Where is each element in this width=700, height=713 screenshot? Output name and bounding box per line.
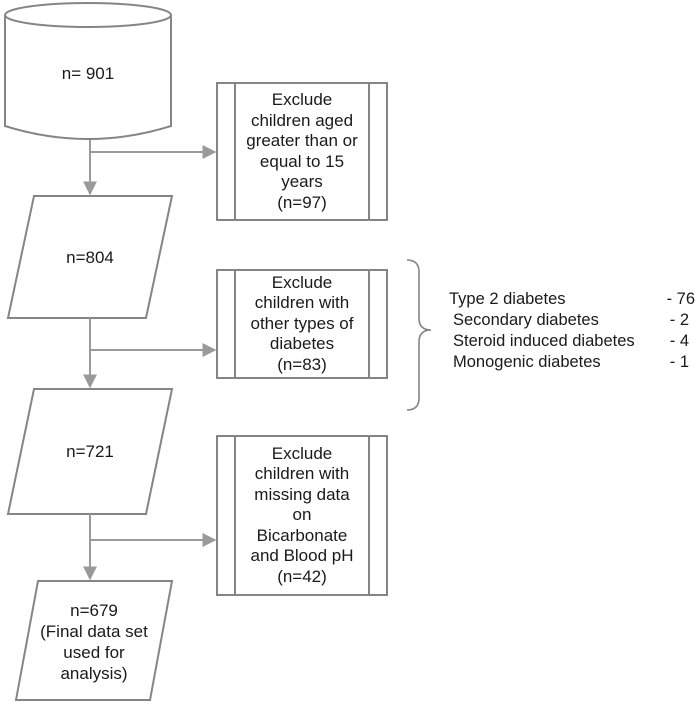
node-final-line-1: n=679 bbox=[70, 601, 118, 620]
exclusion-missing-label: Exclude children with missing data on Bi… bbox=[235, 438, 369, 593]
exclusion-age-line-2: children aged bbox=[250, 110, 354, 130]
exclusion-age-label: Exclude children aged greater than or eq… bbox=[235, 85, 369, 218]
breakdown-value: - 1 bbox=[669, 353, 689, 371]
exclusion-age-line-6: (n=97) bbox=[277, 192, 327, 212]
diabetes-type-breakdown: Type 2 diabetes - 76 Secondary diabetes … bbox=[449, 289, 695, 373]
exclusion-types-line-2: children with bbox=[254, 293, 350, 313]
exclusion-missing-line-7: (n=42) bbox=[277, 566, 327, 586]
breakdown-label: Type 2 diabetes bbox=[449, 290, 566, 308]
exclusion-box-age bbox=[216, 82, 388, 221]
node-n721-label: n=721 bbox=[20, 426, 160, 476]
node-n804-line-1: n=804 bbox=[66, 247, 114, 267]
node-final-label: n=679 (Final data set used for analysis) bbox=[24, 596, 164, 688]
exclusion-types-line-3: other types of bbox=[250, 313, 354, 333]
breakdown-value: - 4 bbox=[669, 332, 689, 350]
breakdown-row: Type 2 diabetes - 76 bbox=[449, 289, 695, 310]
exclusion-missing-line-1: Exclude bbox=[271, 443, 333, 463]
node-n804-label: n=804 bbox=[20, 232, 160, 282]
breakdown-row: Secondary diabetes - 2 bbox=[449, 310, 695, 331]
exclusion-age-line-4: equal to 15 bbox=[259, 151, 345, 171]
exclusion-missing-line-6: and Blood pH bbox=[250, 546, 354, 566]
exclusion-types-line-1: Exclude bbox=[271, 272, 333, 292]
node-final-line-4: analysis) bbox=[60, 664, 128, 683]
node-n721-line-1: n=721 bbox=[66, 441, 114, 461]
node-n804-shape bbox=[6, 195, 174, 319]
breakdown-value: - 76 bbox=[666, 290, 695, 308]
exclusion-missing-line-5: Bicarbonate bbox=[256, 525, 348, 545]
exclusion-box-missing bbox=[216, 435, 388, 596]
node-start-line-1: n= 901 bbox=[61, 63, 115, 83]
node-start-label: n= 901 bbox=[5, 38, 171, 108]
node-final-line-2: (Final data set bbox=[40, 622, 148, 641]
breakdown-label: Secondary diabetes bbox=[453, 311, 599, 329]
exclusion-age-line-5: years bbox=[281, 172, 323, 191]
breakdown-label: Monogenic diabetes bbox=[453, 353, 601, 371]
exclusion-box-types bbox=[216, 269, 388, 379]
exclusion-types-line-5: (n=83) bbox=[277, 354, 327, 374]
exclusion-types-label: Exclude children with other types of dia… bbox=[235, 272, 369, 376]
breakdown-row: Steroid induced diabetes - 4 bbox=[449, 331, 695, 352]
breakdown-label: Steroid induced diabetes bbox=[453, 332, 635, 350]
start-cylinder bbox=[4, 2, 172, 140]
node-final-line-3: used for bbox=[63, 643, 125, 662]
exclusion-types-line-4: diabetes bbox=[269, 334, 335, 354]
breakdown-row: Monogenic diabetes - 1 bbox=[449, 352, 695, 373]
exclusion-age-line-3: greater than or bbox=[246, 131, 358, 150]
exclusion-age-line-1: Exclude bbox=[271, 90, 333, 109]
exclusion-missing-line-4: on bbox=[292, 505, 312, 525]
breakdown-value: - 2 bbox=[669, 311, 689, 329]
curly-brace bbox=[406, 259, 432, 411]
node-n721-shape bbox=[6, 388, 174, 515]
node-final-shape bbox=[14, 580, 174, 701]
exclusion-missing-line-2: children with bbox=[254, 464, 350, 484]
exclusion-missing-line-3: missing data bbox=[254, 484, 350, 504]
